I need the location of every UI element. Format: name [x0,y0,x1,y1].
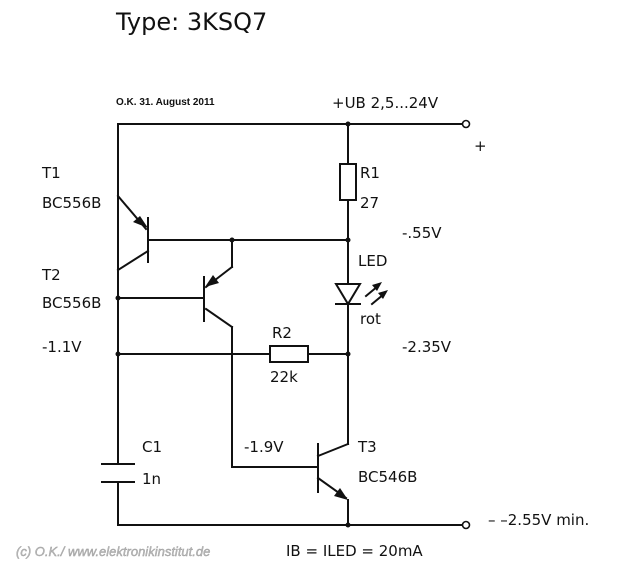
terminal-minus [461,520,471,530]
t2-type: BC556B [42,294,101,312]
terminal-plus [461,119,471,129]
r2-name: R2 [272,324,292,342]
r1-name: R1 [360,164,380,182]
voltage-led-bottom: -2.35V [402,338,452,356]
t1-type: BC556B [42,194,101,212]
voltage-r1-bottom: -.55V [402,224,442,242]
led-color: rot [360,310,381,328]
copyright-note: (c) O.K./ www.elektronikinstitut.de [16,544,210,559]
supply-rail-bottom [117,520,471,530]
r2-value: 22k [270,368,298,386]
r1-value: 27 [360,194,379,212]
resistor-r2 [117,345,349,363]
resistor-r1 [339,123,357,241]
supply-label: +UB 2,5...24V [332,94,439,112]
date-note: O.K. 31. August 2011 [116,97,215,108]
c1-value: 1n [142,470,161,488]
t3-type: BC546B [358,468,417,486]
plus-sign: + [474,137,487,155]
t1-name: T1 [41,164,61,182]
c1-name: C1 [142,438,162,456]
schematic-title: Type: 3KSQ7 [115,8,267,36]
supply-rail-top [117,119,471,129]
t2-name: T2 [41,266,61,284]
transistor-t1 [116,194,349,272]
minus-supply-label: – –2.55V min. [488,511,589,529]
capacitor-c1 [101,463,135,483]
led-name: LED [358,252,387,270]
current-note: IB = ILED = 20mA [286,542,423,560]
t3-name: T3 [357,438,377,456]
transistor-t2 [117,239,234,468]
led [334,239,388,445]
voltage-t3-base: -1.9V [244,438,284,456]
junction-dots [115,121,351,528]
transistor-t3 [231,442,350,526]
voltage-t2-base: -1.1V [42,338,82,356]
